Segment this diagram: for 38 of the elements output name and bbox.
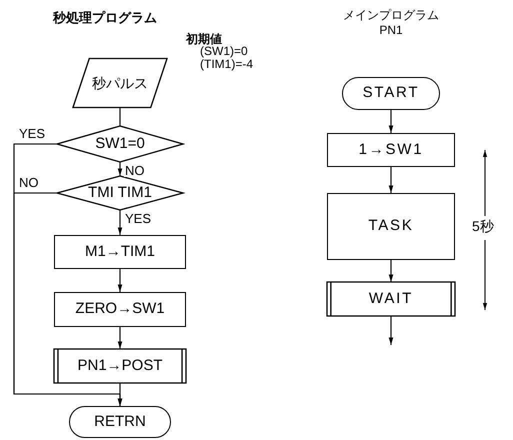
arrow [13,192,122,406]
edge-label: YES [18,127,46,140]
subroutine-box [54,349,186,383]
node-label: 1→SW1 [358,140,424,160]
arrow [118,269,122,292]
note-text: 初期値 [186,31,223,46]
node-label: RETRN [94,412,146,432]
arrow [388,260,394,282]
arrow [388,110,394,133]
input-parallelogram [72,58,168,108]
note-text: (TIM1)=-4 [200,58,254,70]
heading: メインプログラム PN1 [342,8,440,38]
edge-label: YES [124,212,152,225]
process-box [54,292,186,327]
node-label: TASK [368,216,414,236]
decision-diamond [57,126,183,162]
process-box [54,235,186,269]
decision-diamond [57,176,183,210]
node-label: M1→TIM1 [84,242,155,262]
note-text: (SW1)=0 [200,45,249,57]
edge-label: NO [124,164,146,177]
heading: 秒処理プログラム [52,9,158,27]
node-label: PN1→POST [77,356,163,376]
arrow [388,316,394,345]
arrow [388,167,394,193]
subroutine-box [327,282,455,316]
arrow [118,162,122,176]
process-box [327,193,455,260]
node-label: SW1=0 [95,134,145,154]
node-label: ZERO→SW1 [75,299,165,320]
edge-label: NO [18,176,40,189]
node-label: WAIT [368,288,414,309]
node-label: START [362,83,420,104]
node-label: 秒パルス [92,74,148,92]
arrow [118,327,122,349]
arrow [118,210,122,235]
process-box [327,133,455,167]
node-label: TMI TIM1 [88,182,152,203]
